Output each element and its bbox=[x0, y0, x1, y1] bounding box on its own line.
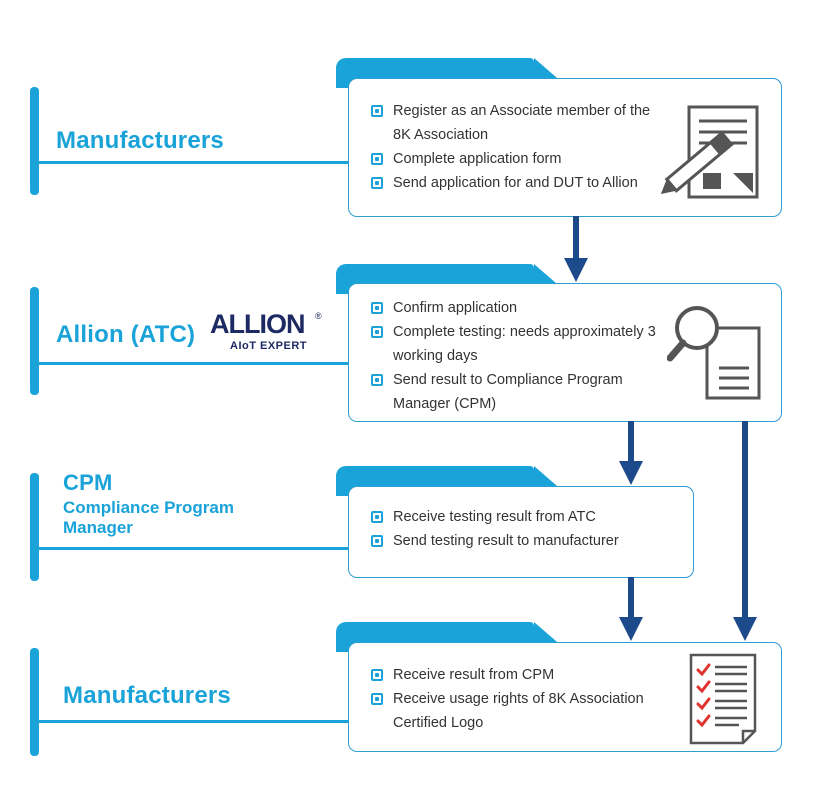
allion-logo-text: ALLION bbox=[210, 309, 305, 339]
magnifier-document-icon bbox=[667, 306, 761, 400]
stage1-item-list: Register as an Associate member of the 8… bbox=[371, 99, 661, 195]
document-pen-icon bbox=[661, 105, 759, 199]
stage2-box: Confirm application Complete testing: ne… bbox=[348, 283, 782, 422]
allion-logo-tagline: AIoT EXPERT bbox=[230, 340, 308, 352]
bullet-icon bbox=[371, 374, 383, 386]
list-item: Send result to Compliance Program Manage… bbox=[371, 368, 671, 416]
bullet-icon bbox=[371, 535, 383, 547]
stage3-connector-line bbox=[38, 547, 350, 550]
list-item: Complete testing: needs approximately 3 … bbox=[371, 320, 671, 368]
list-item: Confirm application bbox=[371, 296, 671, 320]
allion-logo-mark: ® bbox=[315, 311, 322, 321]
arrow-stage2-to-stage4 bbox=[733, 421, 757, 641]
stage4-connector-line bbox=[38, 720, 350, 723]
bullet-icon bbox=[371, 693, 383, 705]
stage1-left-bar bbox=[30, 87, 39, 195]
stage2-title: Allion (ATC) bbox=[56, 321, 196, 348]
list-item: Receive usage rights of 8K Association C… bbox=[371, 687, 661, 735]
bullet-icon bbox=[371, 511, 383, 523]
arrow-stage2-to-stage3 bbox=[619, 421, 643, 485]
stage1-box: Register as an Associate member of the 8… bbox=[348, 78, 782, 217]
stage3-item-list: Receive testing result from ATC Send tes… bbox=[371, 505, 681, 553]
stage2-item-list: Confirm application Complete testing: ne… bbox=[371, 296, 671, 416]
stage3-title: CPM bbox=[63, 470, 113, 495]
stage4-left-bar bbox=[30, 648, 39, 756]
list-item: Send application for and DUT to Allion bbox=[371, 171, 661, 195]
stage1-title: Manufacturers bbox=[56, 127, 224, 154]
bullet-icon bbox=[371, 105, 383, 117]
stage4-item-list: Receive result from CPM Receive usage ri… bbox=[371, 663, 661, 735]
arrow-stage1-to-stage2 bbox=[564, 216, 588, 282]
checklist-icon bbox=[689, 653, 757, 745]
list-item: Register as an Associate member of the 8… bbox=[371, 99, 661, 147]
list-item: Receive result from CPM bbox=[371, 663, 661, 687]
bullet-icon bbox=[371, 153, 383, 165]
list-item: Complete application form bbox=[371, 147, 661, 171]
stage2-left-bar bbox=[30, 287, 39, 395]
stage2-connector-line bbox=[38, 362, 350, 365]
list-item: Receive testing result from ATC bbox=[371, 505, 681, 529]
stage3-left-bar bbox=[30, 473, 39, 581]
bullet-icon bbox=[371, 302, 383, 314]
arrow-stage3-to-stage4 bbox=[619, 577, 643, 641]
stage3-subtitle-line2: Manager bbox=[63, 518, 133, 537]
stage4-box: Receive result from CPM Receive usage ri… bbox=[348, 642, 782, 752]
stage3-subtitle-line1: Compliance Program bbox=[63, 498, 234, 517]
stage3-box: Receive testing result from ATC Send tes… bbox=[348, 486, 694, 578]
bullet-icon bbox=[371, 669, 383, 681]
bullet-icon bbox=[371, 177, 383, 189]
stage4-title: Manufacturers bbox=[63, 682, 231, 709]
list-item: Send testing result to manufacturer bbox=[371, 529, 681, 553]
stage1-connector-line bbox=[38, 161, 350, 164]
bullet-icon bbox=[371, 326, 383, 338]
